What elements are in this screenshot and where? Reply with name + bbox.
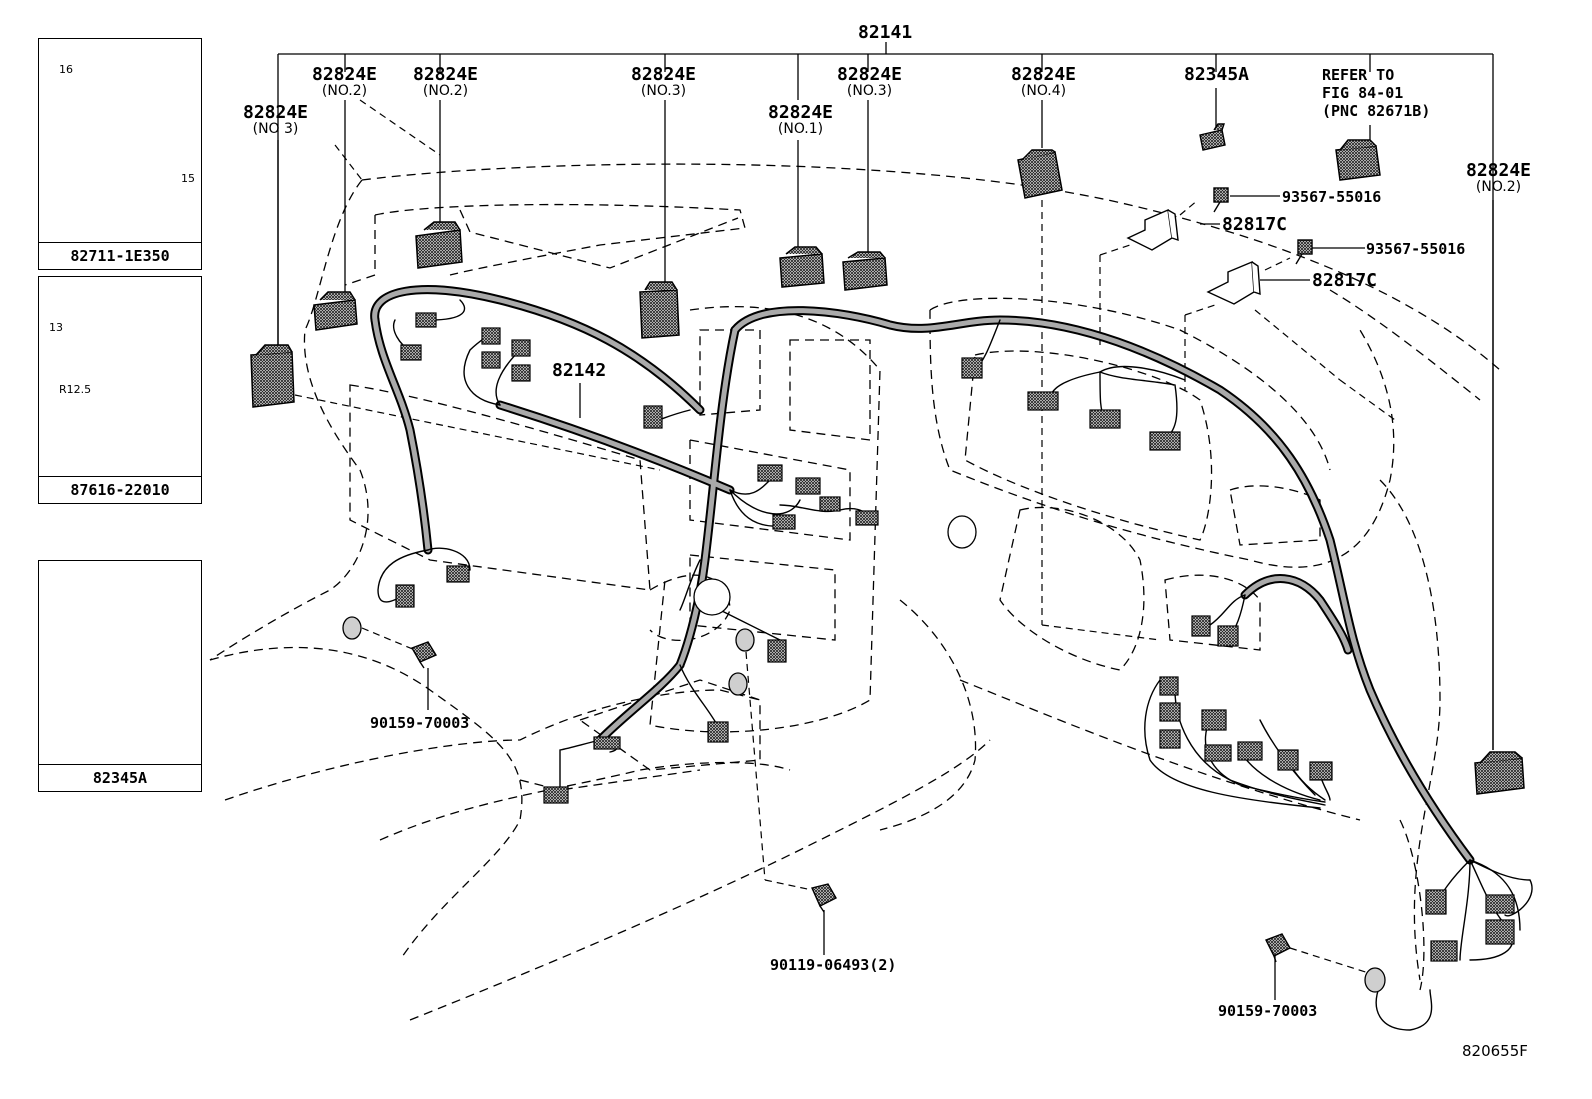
screws-bolts [410, 187, 1313, 963]
part-index: (NO 3) [252, 121, 299, 137]
label-screw-93567-a: 93567-55016 [1282, 188, 1382, 206]
dim-r12-5: R12.5 [59, 383, 92, 396]
figure-code: 820655F [1462, 1042, 1528, 1060]
inset-relay-82345A: 82345A [38, 560, 202, 792]
part-index: (NO.2) [422, 83, 469, 99]
part-number: 82824E [768, 102, 834, 123]
harness-connectors [395, 312, 1515, 962]
part-number: 82824E [1466, 160, 1532, 181]
inset-clamp-82711-part-number: 82711-1E350 [39, 242, 201, 269]
part-number: 82824E [243, 102, 309, 123]
part-number: 82824E [631, 64, 697, 85]
dim-13: 13 [49, 321, 63, 334]
dim-16: 16 [59, 63, 73, 76]
part-index: (NO.3) [640, 83, 687, 99]
part-index: (NO.4) [1020, 83, 1067, 99]
label-bolt-90119: 90119-06493(2) [770, 956, 897, 974]
refer-line3: (PNC 82671B) [1322, 102, 1431, 120]
part-number: 82824E [413, 64, 479, 85]
label-82141: 82141 [858, 22, 913, 43]
part-index: (NO.2) [1475, 179, 1522, 195]
label-bolt-90159-left: 90159-70003 [370, 714, 470, 732]
dim-15: 15 [181, 172, 195, 185]
part-number: 82824E [1011, 64, 1077, 85]
label-82345A: 82345A [1184, 64, 1250, 85]
brackets-82817C [1126, 208, 1261, 305]
inset-relay-82345A-part-number: 82345A [39, 764, 201, 791]
part-number: 82824E [312, 64, 378, 85]
part-index: (NO.3) [846, 83, 893, 99]
assembly-dashed-lines [294, 99, 1396, 976]
label-screw-93567-b: 93567-55016 [1366, 240, 1466, 258]
label-bolt-90159-right: 90159-70003 [1218, 1002, 1318, 1020]
part-index: (NO.1) [777, 121, 824, 137]
label-82824E-no2-right: 82824E (NO.2) [1466, 160, 1532, 195]
refer-line1: REFER TO [1322, 66, 1395, 84]
label-82824E-no3-a: 82824E (NO.3) [631, 64, 697, 99]
grommets [342, 515, 1386, 993]
inset-clamp-82711: 16 15 82711-1E350 [38, 38, 202, 270]
label-82824E-no1: 82824E (NO.1) [768, 102, 834, 137]
wire-harness-trunks [370, 285, 1533, 1031]
label-82824E-no3-left: 82824E (NO 3) [243, 102, 309, 137]
label-82824E-no2-b: 82824E (NO.2) [413, 64, 479, 99]
label-82817C-a: 82817C [1222, 214, 1288, 235]
refer-line2: FIG 84-01 [1322, 84, 1404, 102]
harness-leader-lines [277, 42, 1494, 1000]
relay-82345A-part [1199, 123, 1226, 151]
label-82142: 82142 [552, 360, 607, 381]
label-82817C-b: 82817C [1312, 270, 1378, 291]
label-82824E-no2-a: 82824E (NO.2) [312, 64, 378, 99]
label-82824E-no3-b: 82824E (NO.3) [837, 64, 903, 99]
inset-clamp-87616-part-number: 87616-22010 [39, 476, 201, 503]
relay-blocks [250, 139, 1525, 795]
part-number: 82824E [837, 64, 903, 85]
refer-note: REFER TO FIG 84-01 (PNC 82671B) [1322, 66, 1430, 120]
label-82824E-no4: 82824E (NO.4) [1011, 64, 1077, 99]
part-index: (NO.2) [321, 83, 368, 99]
inset-clamp-87616: 13 R12.5 87616-22010 [38, 276, 202, 504]
